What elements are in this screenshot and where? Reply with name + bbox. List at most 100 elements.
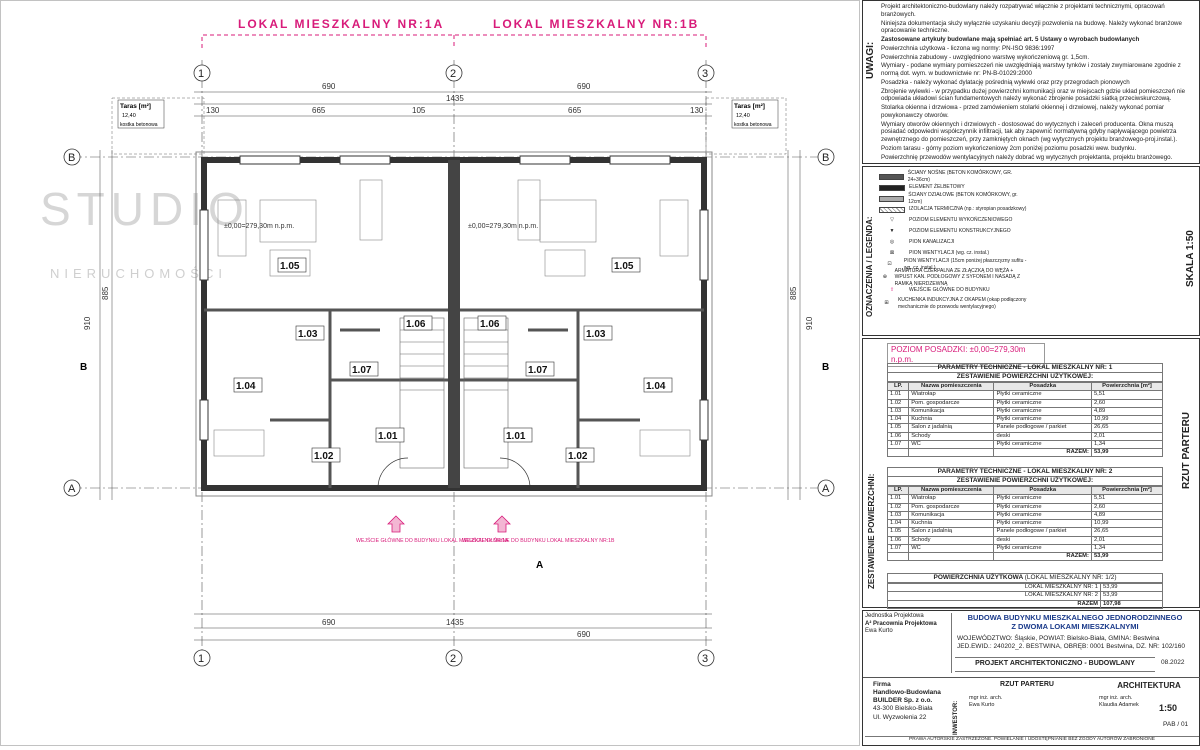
watermark-sub: NIERUCHOMOŚCI bbox=[50, 266, 227, 281]
dim-sub-0: 130 bbox=[206, 106, 220, 115]
note-item: Powierzchnia użytkowa - liczona wg normy… bbox=[881, 44, 1055, 52]
legend-scale: SKALA 1:50 bbox=[1185, 230, 1196, 287]
room-label: 1.03 bbox=[298, 329, 318, 340]
firm-line-3: Ewa Kurto bbox=[865, 628, 893, 634]
grid-label-3-bottom: 3 bbox=[702, 653, 708, 665]
note-item: Wymiary otworów okiennych i drzwiowych -… bbox=[881, 120, 1178, 144]
table-cell: deski bbox=[993, 431, 1092, 441]
dim-bottom-left: 690 bbox=[322, 618, 336, 627]
grid-label-b-right: B bbox=[822, 152, 829, 164]
note-item: Zbrojenie wylewki - w przypadku dużej po… bbox=[881, 87, 1186, 103]
dim-top-right: 690 bbox=[577, 82, 591, 91]
room-label: 1.06 bbox=[406, 319, 426, 330]
table-cell: Komunikacja bbox=[908, 510, 995, 521]
dim-side-910-r: 910 bbox=[805, 316, 814, 330]
table-cell: 1.04 bbox=[886, 415, 910, 425]
col-name: Nazwa pomieszczenia bbox=[908, 486, 995, 496]
legend-header: OZNACZENIA / LEGENDA: bbox=[865, 216, 874, 317]
table-cell: deski bbox=[993, 535, 1092, 545]
table-cell: Płytki ceramiczne bbox=[993, 398, 1092, 408]
project-title: BUDOWA BUDYNKU MIESZKALNEGO JEDNORODZINN… bbox=[955, 613, 1195, 632]
col-area: Powierzchnia [m²] bbox=[1090, 486, 1164, 496]
table-cell: Płytki ceramiczne bbox=[993, 415, 1092, 425]
terrace-left-material: kostka betonowa bbox=[120, 122, 158, 128]
legend-item-label: PION WENTYLACJI (wg. cz. instal.) bbox=[909, 250, 990, 257]
room-label: 1.01 bbox=[378, 431, 398, 442]
unit1-table: PARAMETRY TECHNICZNE - LOKAL MIESZKALNY … bbox=[886, 363, 1164, 458]
sheet-number: PAB / 01 bbox=[1163, 721, 1189, 728]
unit1-sub: ZESTAWIENIE POWIERZCHNI UŻYTKOWEJ: bbox=[887, 373, 1163, 383]
table-cell: Komunikacja bbox=[908, 406, 995, 417]
firm-line-2: A² Pracownia Projektowa bbox=[865, 620, 937, 627]
table-cell: 2,01 bbox=[1090, 535, 1164, 545]
table-cell: 1.05 bbox=[886, 527, 910, 537]
room-label: 1.02 bbox=[568, 451, 588, 462]
level-structure-icon: ▼ bbox=[889, 228, 895, 235]
insulation-swatch-icon bbox=[879, 206, 905, 213]
dim-side-910: 910 bbox=[83, 316, 92, 330]
section-b-left: B bbox=[80, 362, 87, 373]
induction-hob-icon: ⊞ bbox=[884, 300, 889, 307]
table-cell: 1.03 bbox=[886, 510, 910, 521]
areas-box: ZESTAWIENIE POWIERZCHNI: RZUT PARTERU PO… bbox=[862, 338, 1200, 609]
dim-side-885: 885 bbox=[101, 286, 110, 300]
dim-bottom-right: 690 bbox=[577, 630, 591, 639]
legend-item: ELEMENT ŻELBETOWY bbox=[879, 182, 1029, 193]
firm-line-1: Jednostka Projektowa bbox=[865, 613, 924, 619]
table-cell: Salon z jadalnią bbox=[908, 527, 995, 537]
notes-header: UWAGI: bbox=[865, 41, 876, 79]
legend-item: IZOLACJA TERMICZNA (np.: styropian posad… bbox=[879, 204, 1029, 215]
legend-item: ⊠PION WENTYLACJI (wg. cz. instal.) bbox=[879, 248, 1029, 259]
floor-plan: STUDIO NIERUCHOMOŚCI LOKAL MIESZKALNY NR… bbox=[0, 0, 860, 746]
legend-item-label: PION WENTYLACJI (15cm poniżej płaszczyzn… bbox=[903, 258, 1027, 271]
table-cell: 53,99 bbox=[1100, 591, 1163, 601]
investor-line: Firma bbox=[873, 681, 891, 688]
location-line: WOJEWÓDZTWO: Śląskie, POWIAT: Bielsko-Bi… bbox=[957, 635, 1160, 642]
note-item: Powierzchnię przewodów wentylacyjnych na… bbox=[881, 153, 1173, 161]
entry-b-label: WEJŚCIE GŁÓWNE DO BUDYNKU LOKAL MIESZKAL… bbox=[462, 536, 615, 544]
table-cell bbox=[886, 552, 910, 562]
level-finish-icon: ▽ bbox=[890, 217, 894, 224]
table-cell: Płytki ceramiczne bbox=[993, 494, 1092, 504]
table-cell: Schody bbox=[908, 431, 995, 441]
table-total-row: RAZEM:53,99 bbox=[886, 552, 1164, 562]
table-cell: Płytki ceramiczne bbox=[993, 390, 1092, 400]
note-item: Stolarka okienna i drzwiowa - przed zamó… bbox=[881, 104, 1165, 119]
room-label: 1.04 bbox=[236, 381, 256, 392]
entry-a-label: WEJŚCIE GŁÓWNE DO BUDYNKU LOKAL MIESZKAL… bbox=[356, 536, 509, 544]
table-cell: Pom. gospodarcze bbox=[908, 502, 995, 512]
room-labels: 1.05 1.05 1.03 1.06 1.06 1.03 1.07 1.07 … bbox=[233, 257, 673, 463]
room-label: 1.03 bbox=[586, 329, 606, 340]
table-cell: 1.07 bbox=[886, 439, 910, 450]
legend-list: ŚCIANY NOŚNE (BETON KOMÓRKOWY, GR. 24÷36… bbox=[879, 170, 1029, 311]
sheet-name: RZUT PARTERU bbox=[1000, 681, 1054, 688]
legend-item: ⇧WEJŚCIE GŁÓWNE DO BUDYNKU bbox=[879, 285, 1029, 296]
table-cell bbox=[886, 448, 910, 458]
room-label: 1.07 bbox=[528, 365, 548, 376]
table-cell: RAZEM: bbox=[993, 552, 1092, 562]
dim-top-total: 1435 bbox=[446, 94, 464, 103]
table-cell: Panele podłogowe / parkiet bbox=[993, 527, 1092, 537]
unit2-title: PARAMETRY TECHNICZNE - LOKAL MIESZKALNY … bbox=[887, 467, 1163, 478]
table-cell: Płytki ceramiczne bbox=[993, 439, 1092, 450]
grid-label-1-bottom: 1 bbox=[198, 653, 204, 665]
entry-arrow-icon: ⇧ bbox=[889, 287, 895, 294]
room-label: 1.04 bbox=[646, 381, 666, 392]
table-cell: Pom. gospodarcze bbox=[908, 398, 995, 408]
investor-line: BUILDER Sp. z o.o. bbox=[873, 697, 933, 705]
design-firm: Jednostka Projektowa A² Pracownia Projek… bbox=[865, 613, 952, 673]
designer-line: Ewa Kurto bbox=[969, 701, 995, 708]
table-cell bbox=[908, 448, 995, 458]
project-title-line-1: BUDOWA BUDYNKU MIESZKALNEGO JEDNORODZINN… bbox=[967, 613, 1183, 622]
level-label-b: ±0,00=279,30m n.p.m. bbox=[468, 223, 538, 230]
note-item: Posadzka - należy wykonać dylatację pośr… bbox=[881, 78, 1130, 86]
notes-list: Projekt architektoniczno-budowlany należ… bbox=[881, 3, 1195, 162]
floor-level: POZIOM POSADZKI: ±0,00=279,30m n.p.m. bbox=[887, 343, 1045, 367]
table-cell: Płytki ceramiczne bbox=[993, 406, 1092, 417]
project-location: WOJEWÓDZTWO: Śląskie, POWIAT: Bielsko-Bi… bbox=[957, 635, 1197, 651]
